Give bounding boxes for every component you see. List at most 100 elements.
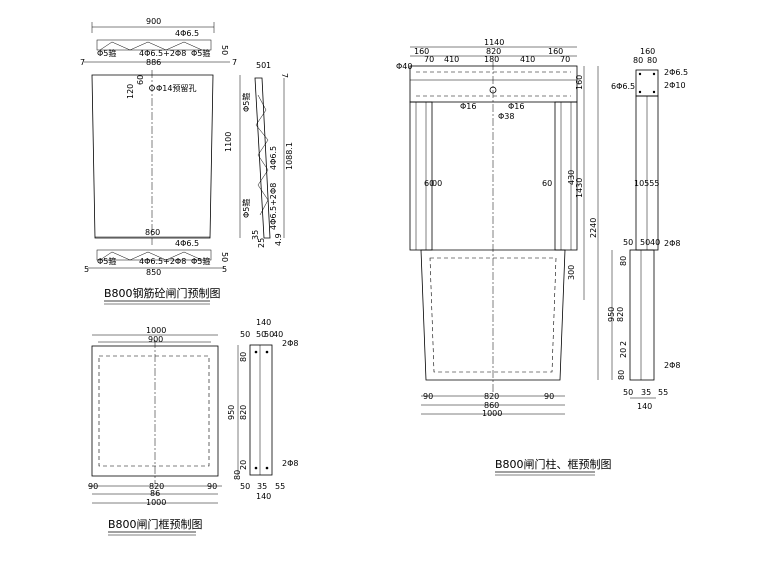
gate-side-bot-a: 35 (251, 230, 260, 240)
column-dim-300: 300 (567, 265, 576, 280)
column-phi16b: Φ16 (508, 102, 524, 111)
gate-side-height: 1088.1 (285, 142, 294, 170)
column-rebar-3 (638, 90, 642, 94)
column-sec-bar2: 2Φ10 (664, 81, 686, 90)
column-phi16a: Φ16 (460, 102, 476, 111)
column-dim-1430: 1430 (575, 178, 584, 198)
gate-top-edge-right: 7 (232, 58, 237, 67)
gate-top-inner: 886 (146, 58, 161, 67)
gate-bottom-edge-right: 5 (222, 265, 227, 274)
column-right-60: 60 (542, 179, 552, 188)
frame-rebar-bot-left (254, 466, 258, 470)
column-sec-bot-140: 140 (637, 402, 652, 411)
gate-hole-dim-a: 120 (126, 84, 135, 99)
gate-side-stirrup-top: Φ5箍 (241, 93, 251, 112)
gate-plate (91, 74, 214, 239)
column-left-00: 00 (432, 179, 442, 188)
column-sec-50b: 50 (640, 238, 650, 247)
column-sec-top-b: 80 (647, 56, 657, 65)
gate-side-bot-b: 25 (257, 238, 266, 248)
column-small-70b: 70 (560, 55, 570, 64)
gate-side-bar-mid: 4Φ6.5 (269, 146, 278, 170)
frame-inner (98, 355, 210, 467)
column-bottom-820: 820 (484, 392, 499, 401)
gate-side-top-a: 50 (256, 61, 266, 70)
gate-bottom-bar: 4Φ6.5 (175, 239, 199, 248)
gate-bottom-right-small: 50 (220, 252, 229, 262)
column-total: 1140 (484, 38, 504, 47)
column-right-post (554, 101, 578, 251)
column-lower-frame (420, 249, 566, 381)
gate-title: B800钢筋砼闸门预制图 (104, 286, 221, 300)
gate-side-bar-low: 4Φ6.5+2Φ8 (269, 183, 278, 230)
frame-sec-bot-b: 35 (257, 482, 267, 491)
column-small-410b: 410 (520, 55, 535, 64)
frame-bottom-86: 86 (150, 489, 160, 498)
column-sec-bot-55: 55 (658, 388, 668, 397)
column-rebar-1 (638, 72, 642, 76)
gate-top-total: 900 (146, 17, 161, 26)
column-sec-820: 820 (616, 307, 625, 322)
column-sec-80: 80 (619, 256, 628, 266)
column-rebar-2 (652, 72, 656, 76)
gate-top-mid-bars: 4Φ6.5+2Φ8 (139, 49, 186, 58)
column-sec-top-a: 80 (633, 56, 643, 65)
column-sec-20: 20 (619, 348, 628, 358)
column-sec-40: 40 (650, 238, 660, 247)
frame-bottom-mid: 820 (149, 482, 164, 491)
gate-top-bar: 4Φ6.5 (175, 29, 199, 38)
column-top-beam (409, 65, 578, 103)
gate-top-stirrups-left: Φ5箍 (97, 48, 116, 58)
gate-side-section (254, 77, 271, 239)
frame-sec-b: 50 (256, 330, 266, 339)
frame-rebar-top-left (254, 350, 258, 354)
gate-bottom-inner: 860 (145, 228, 160, 237)
frame-inner-width: 900 (148, 335, 163, 344)
column-small-70a: 70 (424, 55, 434, 64)
column-bottom-90a: 90 (423, 392, 433, 401)
gate-side-stirrup-low: Φ5箍 (241, 199, 251, 218)
column-title: B800闸门柱、框预制图 (495, 457, 612, 471)
frame-sec-bot-a: 50 (240, 482, 250, 491)
column-small-410a: 410 (444, 55, 459, 64)
column-bottom-1000: 1000 (482, 409, 502, 418)
frame-sec-dim-80b: 80 (233, 470, 242, 480)
frame-sec-total: 140 (256, 318, 271, 327)
column-dim-430: 430 (567, 170, 576, 185)
column-sec-bot-35: 35 (641, 388, 651, 397)
frame-sec-a: 50 (240, 330, 250, 339)
column-sec-bar3: 2Φ8 (664, 239, 680, 248)
column-top-mid: 820 (486, 47, 501, 56)
frame-sec-d: 50 (264, 330, 274, 339)
gate-bottom-mid-bars: 4Φ6.5+2Φ8 (139, 257, 186, 266)
gate-side-bot-c: 4.9 (274, 233, 283, 246)
frame-bottom-left: 90 (88, 482, 98, 491)
column-dim-160: 160 (575, 75, 584, 90)
column-sec-mid: 10555 (634, 179, 659, 188)
column-top-left: 160 (414, 47, 429, 56)
column-sec-2: 2 (619, 341, 628, 346)
gate-hole-dim-b: 60 (136, 75, 145, 85)
gate-bottom-stirrups-left: Φ5箍 (97, 256, 116, 266)
frame-sec-dim-20: 20 (239, 460, 248, 470)
column-rebar-4 (652, 90, 656, 94)
gate-bottom-edge-left: 5 (84, 265, 89, 274)
column-sec-80b: 80 (617, 370, 626, 380)
frame-rebar-top-right (265, 350, 269, 354)
column-sec-bar1: 2Φ6.5 (664, 68, 688, 77)
column-phi38: Φ38 (498, 112, 514, 121)
column-small-180: 180 (484, 55, 499, 64)
column-sec-950: 950 (607, 307, 616, 322)
frame-sec-height-950: 950 (227, 405, 236, 420)
frame-sec-bar-bot: 2Φ8 (282, 459, 298, 468)
column-sec-bar4: 2Φ8 (664, 361, 680, 370)
column-bottom-90b: 90 (544, 392, 554, 401)
gate-side-top-b: 1 (266, 61, 271, 70)
column-sec-top: 160 (640, 47, 655, 56)
column-top-right: 160 (548, 47, 563, 56)
gate-bottom-total: 850 (146, 268, 161, 277)
gate-hole-label: Φ14预留孔 (156, 83, 196, 93)
frame-sec-bot-c: 55 (275, 482, 285, 491)
column-bottom-860: 860 (484, 401, 499, 410)
